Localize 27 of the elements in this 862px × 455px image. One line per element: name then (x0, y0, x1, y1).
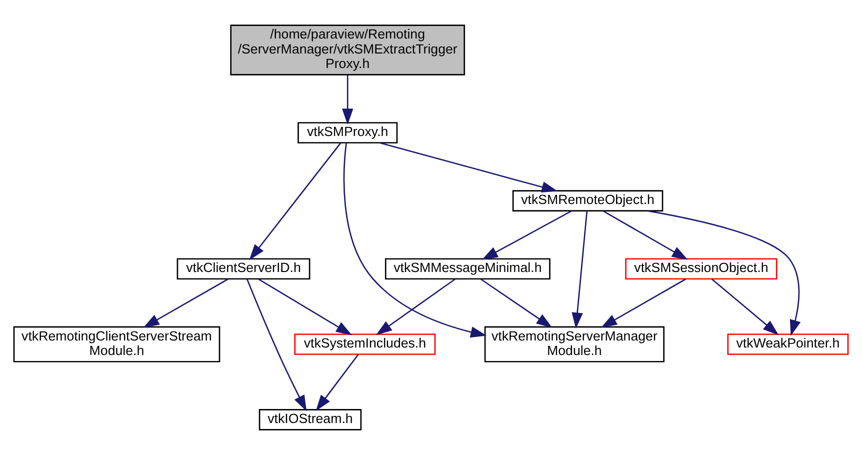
arrow (342, 74, 354, 125)
arrow (379, 142, 558, 192)
arrow (602, 210, 688, 260)
arrow (480, 278, 552, 328)
arrow (482, 210, 572, 260)
arrow (258, 278, 352, 336)
node-box: vtkSMRemoteObject.h (512, 190, 664, 212)
node-box: /home/paraview/Remoting /ServerManager/vtkSMExtractTrigger Proxy.h (230, 24, 466, 76)
arrow (647, 210, 801, 336)
node-box: vtkSMProxy.h (298, 122, 398, 144)
node-box: vtkRemotingServerManager Module.h (484, 326, 665, 362)
arrow (376, 278, 456, 336)
node-box: vtkSystemIncludes.h (294, 334, 436, 355)
node-box: vtkIOStream.h (258, 408, 362, 430)
arrow (572, 210, 588, 329)
node-box: vtkSMSessionObject.h (625, 258, 778, 280)
arrow (143, 278, 228, 328)
arrow (249, 142, 342, 260)
arrow (343, 142, 487, 338)
node-box: vtkRemotingClientServerStream Module.h (13, 326, 220, 362)
arrow (246, 279, 307, 412)
node-box: vtkClientServerID.h (176, 258, 310, 280)
node-box: vtkSMMessageMinimal.h (384, 258, 550, 280)
arrow (711, 278, 779, 336)
arrow (316, 354, 359, 411)
node-box: vtkWeakPointer.h (727, 334, 849, 355)
arrow (600, 278, 686, 328)
